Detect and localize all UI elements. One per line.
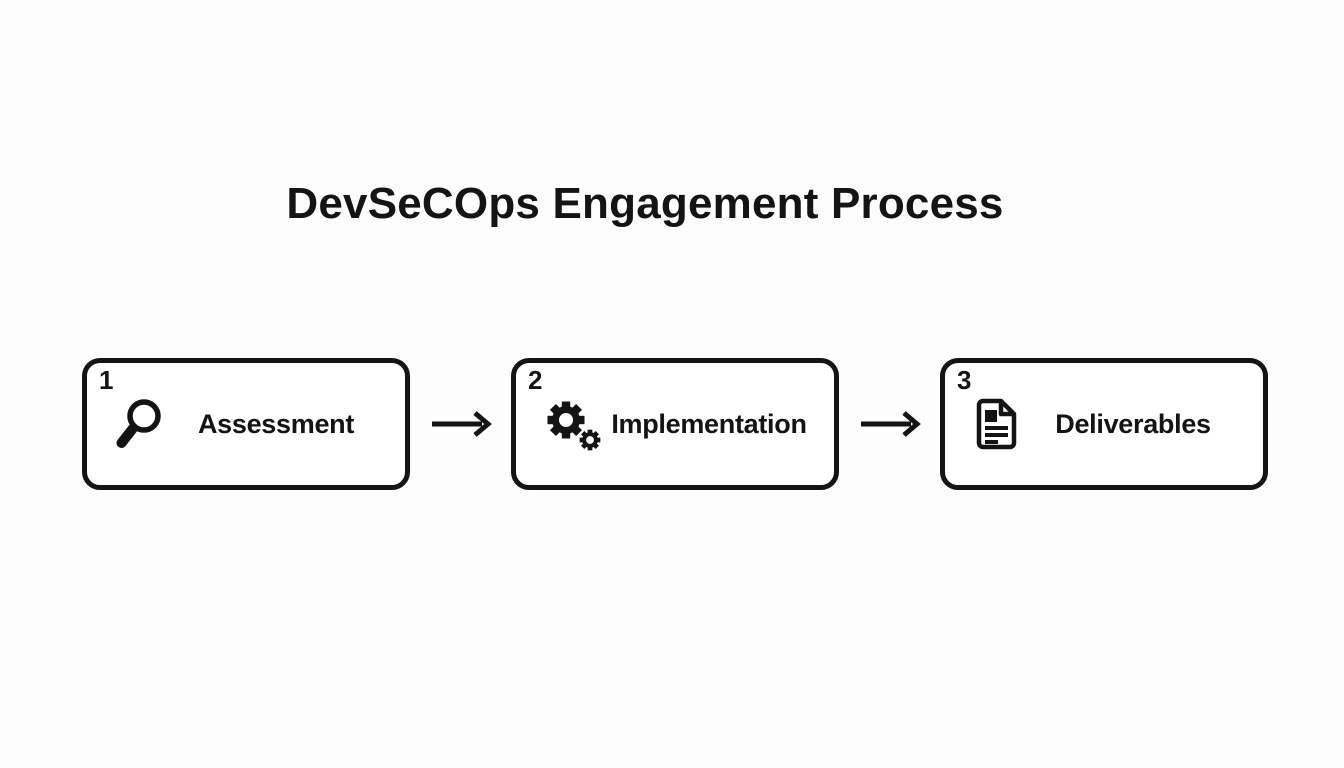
process-flow: 1 Assessment 2 — [82, 358, 1268, 490]
page-title: DevSeCOps Engagement Process — [286, 179, 1004, 228]
arrow-right-icon — [410, 409, 511, 439]
arrow-right-icon — [839, 409, 940, 439]
step-label: Assessment — [197, 408, 355, 439]
step-number: 2 — [528, 365, 543, 395]
step-label: Deliverables — [1055, 408, 1211, 439]
step-label: Implementation — [611, 408, 807, 439]
step-number: 1 — [99, 365, 114, 395]
step-number: 3 — [957, 365, 972, 395]
step-box-assessment: 1 Assessment — [82, 358, 410, 490]
step-box-deliverables: 3 Deliverables — [940, 358, 1268, 490]
magnifier-icon — [113, 395, 167, 453]
document-icon — [971, 396, 1023, 452]
step-box-implementation: 2 — [511, 358, 839, 490]
gears-icon — [542, 396, 604, 452]
